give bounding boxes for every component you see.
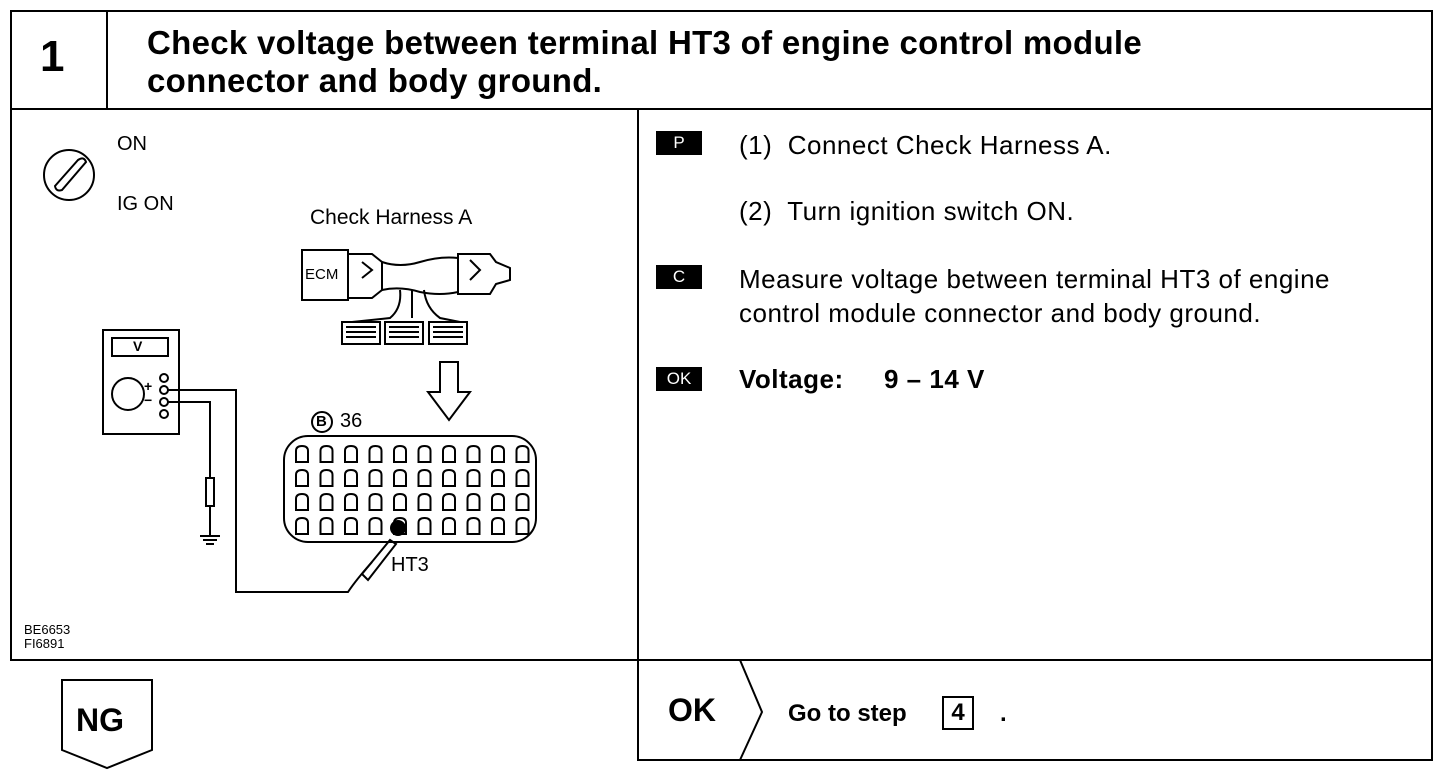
connector-code-label: B xyxy=(316,413,327,430)
step-title-line1: Check voltage between terminal HT3 of en… xyxy=(147,24,1143,61)
connector-pin xyxy=(515,516,530,535)
connector-pin xyxy=(515,468,530,487)
instruction-step2: (2) Turn ignition switch ON. xyxy=(739,196,1075,226)
connector-pin xyxy=(442,516,456,535)
connector-pin xyxy=(319,516,334,535)
harness-diagram xyxy=(301,249,511,345)
step-number-divider xyxy=(106,10,108,110)
ignition-on-label: ON xyxy=(117,133,147,155)
connector-pin xyxy=(417,468,432,487)
ignition-key-icon xyxy=(43,149,95,201)
step-title-line2: connector and body ground. xyxy=(147,62,603,99)
connector-pin xyxy=(442,468,456,487)
measure-line1: Measure voltage between terminal HT3 of … xyxy=(739,264,1330,294)
connector-pin xyxy=(491,444,505,463)
connector-pin xyxy=(466,516,481,535)
connector-pin xyxy=(295,468,309,487)
connector-pin xyxy=(344,468,358,487)
connector-36pin xyxy=(283,435,537,543)
ignition-ig-on-label: IG ON xyxy=(117,193,174,215)
down-arrow-icon xyxy=(426,361,472,422)
meter-v-label: V xyxy=(133,338,143,354)
ok-result-label: OK xyxy=(668,692,716,728)
step-number: 1 xyxy=(40,32,65,81)
terminal-label: HT3 xyxy=(391,554,429,576)
meter-minus-label: − xyxy=(144,392,153,408)
connector-pin xyxy=(295,444,309,463)
spec-value: 9 – 14 V xyxy=(884,364,985,394)
connector-pins-label: 36 xyxy=(340,410,363,432)
ok-badge: OK xyxy=(656,367,702,391)
connector-pin xyxy=(466,444,481,463)
connector-pin xyxy=(368,492,383,511)
connector-pin xyxy=(319,492,334,511)
connector-pin xyxy=(515,492,530,511)
go-to-step-text: Go to step xyxy=(788,700,907,727)
instruction-step1: (1) Connect Check Harness A. xyxy=(739,130,1112,160)
connector-pin-grid xyxy=(295,444,530,535)
connector-pin xyxy=(417,444,432,463)
connector-code-circle xyxy=(311,411,333,433)
go-to-step-button[interactable]: 4 xyxy=(942,696,974,730)
connector-pin xyxy=(344,516,358,535)
ok-result-box xyxy=(637,659,1433,761)
connector-pin xyxy=(417,516,432,535)
meter-plus-label: + xyxy=(144,378,153,394)
measure-line2: control module connector and body ground… xyxy=(739,298,1262,328)
connector-pin xyxy=(393,468,407,487)
connector-pin xyxy=(393,444,407,463)
connector-pin xyxy=(368,516,383,535)
harness-label: Check Harness A xyxy=(310,206,473,229)
connector-pin xyxy=(393,492,407,511)
connector-pin xyxy=(491,492,505,511)
connector-pin xyxy=(368,468,383,487)
connector-pin xyxy=(466,468,481,487)
go-to-step-period: . xyxy=(1000,700,1007,727)
connector-pin xyxy=(466,492,481,511)
connector-pin xyxy=(491,468,505,487)
connector-pin xyxy=(295,516,309,535)
terminal-ht3-pin xyxy=(390,520,406,536)
p-badge: P xyxy=(656,131,702,155)
c-badge: C xyxy=(656,265,702,289)
connector-pin xyxy=(319,444,334,463)
connector-pin xyxy=(295,492,309,511)
spec-label: Voltage: xyxy=(739,364,844,394)
connector-pin xyxy=(491,516,505,535)
connector-pin xyxy=(417,492,432,511)
figure-code-2: FI6891 xyxy=(24,636,65,651)
probe-leads xyxy=(168,389,398,593)
connector-pin xyxy=(515,444,530,463)
connector-pin xyxy=(344,444,358,463)
connector-pin xyxy=(344,492,358,511)
ng-label: NG xyxy=(76,702,124,738)
connector-pin xyxy=(319,468,334,487)
connector-pin xyxy=(442,492,456,511)
connector-pin xyxy=(442,444,456,463)
connector-pin xyxy=(368,444,383,463)
ecm-label: ECM xyxy=(305,266,339,283)
figure-code-1: BE6653 xyxy=(24,622,71,637)
ground-symbol-icon xyxy=(200,530,220,545)
